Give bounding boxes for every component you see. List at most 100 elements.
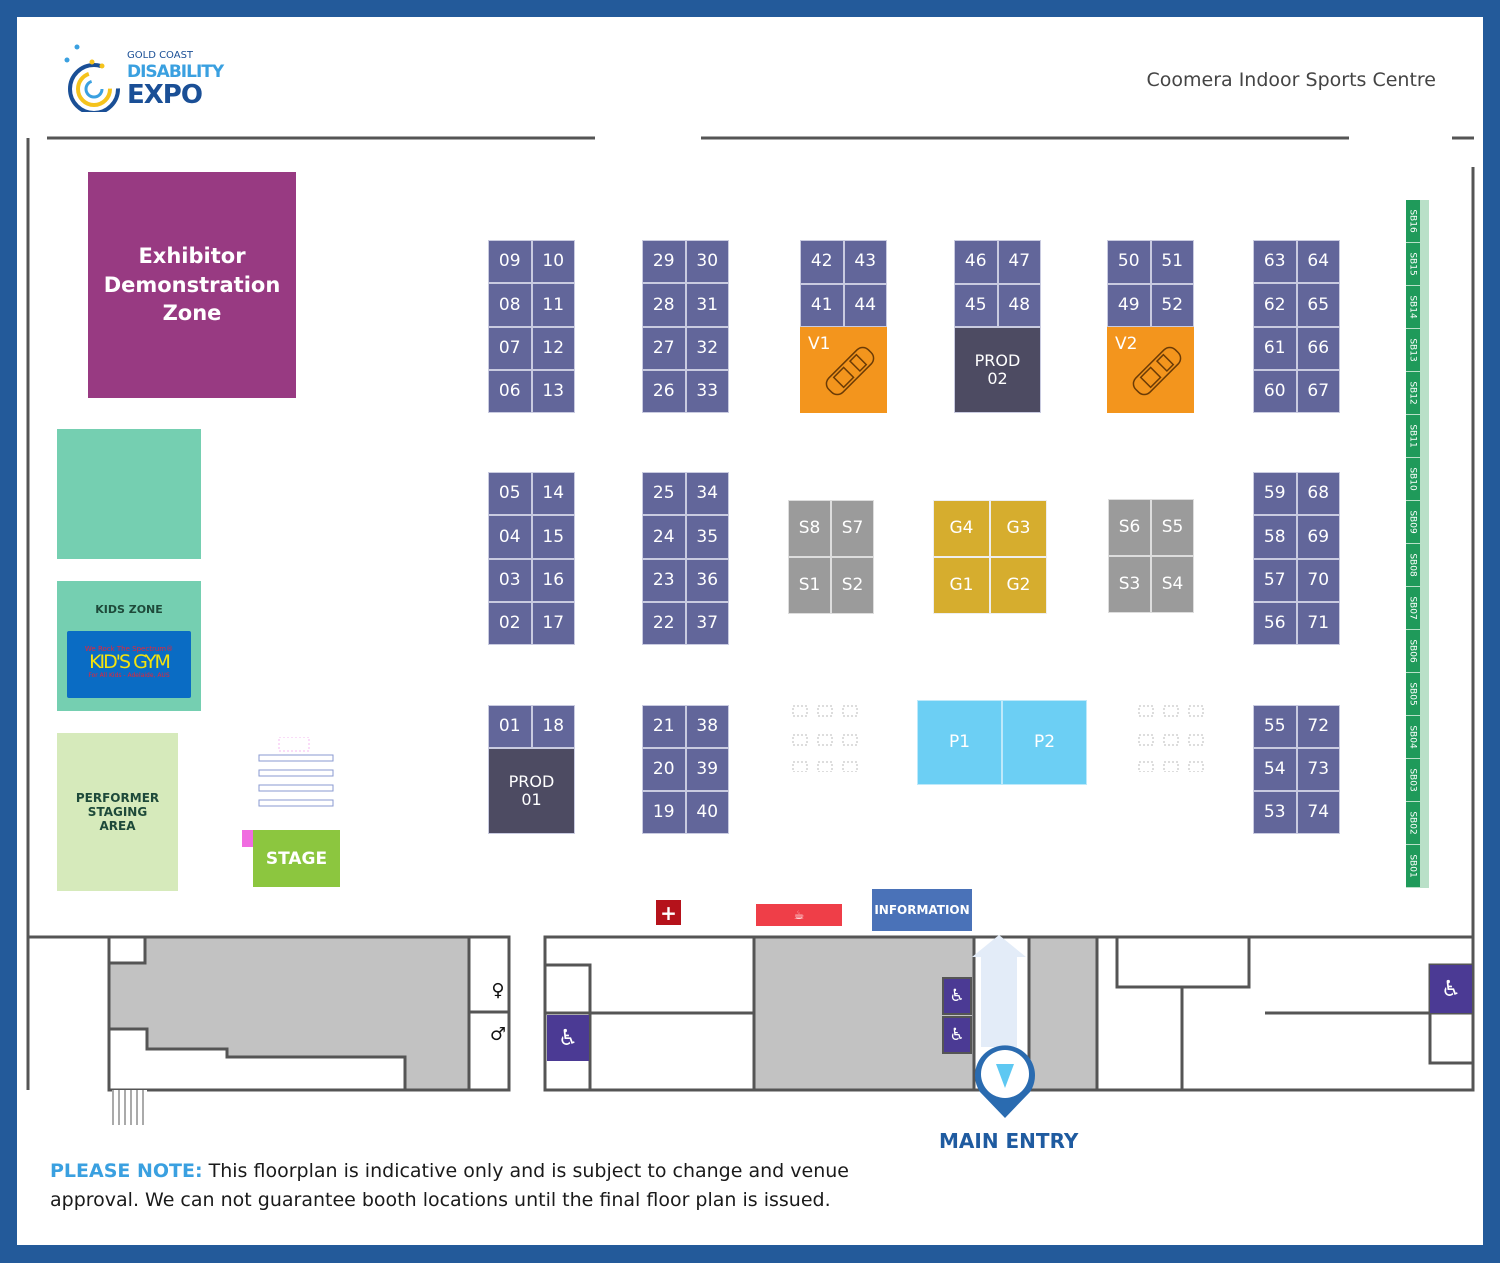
booth-39[interactable]: 39 (685, 748, 729, 791)
booth-28[interactable]: 28 (642, 283, 686, 327)
booth-05[interactable]: 05 (488, 472, 532, 516)
booth-21[interactable]: 21 (642, 705, 686, 748)
booth-12[interactable]: 12 (531, 326, 575, 370)
booth-16[interactable]: 16 (531, 558, 575, 602)
booth-45[interactable]: 45 (954, 283, 998, 327)
booth-25[interactable]: 25 (642, 472, 686, 516)
booth-27[interactable]: 27 (642, 326, 686, 370)
side-booth-SB14[interactable]: SB14 (1406, 286, 1420, 329)
booth-G3[interactable]: G3 (990, 500, 1047, 557)
booth-06[interactable]: 06 (488, 369, 532, 414)
production-area-01[interactable]: PROD 01 (488, 748, 575, 834)
booth-56[interactable]: 56 (1253, 601, 1297, 646)
booth-23[interactable]: 23 (642, 558, 686, 602)
booth-58[interactable]: 58 (1253, 515, 1297, 559)
booth-S7[interactable]: S7 (831, 500, 874, 557)
booth-41[interactable]: 41 (800, 283, 844, 327)
booth-32[interactable]: 32 (685, 326, 729, 370)
vehicle-display-v1[interactable]: V1 (800, 327, 887, 413)
booth-61[interactable]: 61 (1253, 326, 1297, 370)
booth-S3[interactable]: S3 (1108, 556, 1151, 613)
side-booth-SB16[interactable]: SB16 (1406, 200, 1420, 243)
booth-S8[interactable]: S8 (788, 500, 831, 557)
booth-13[interactable]: 13 (531, 369, 575, 414)
booth-04[interactable]: 04 (488, 515, 532, 559)
booth-S4[interactable]: S4 (1151, 556, 1194, 613)
booth-55[interactable]: 55 (1253, 705, 1297, 748)
side-booth-SB07[interactable]: SB07 (1406, 587, 1420, 630)
booth-71[interactable]: 71 (1296, 601, 1340, 646)
booth-14[interactable]: 14 (531, 472, 575, 516)
booth-68[interactable]: 68 (1296, 472, 1340, 516)
booth-46[interactable]: 46 (954, 240, 998, 284)
booth-11[interactable]: 11 (531, 283, 575, 327)
booth-60[interactable]: 60 (1253, 369, 1297, 414)
booth-34[interactable]: 34 (685, 472, 729, 516)
booth-63[interactable]: 63 (1253, 240, 1297, 284)
booth-17[interactable]: 17 (531, 601, 575, 646)
side-booth-SB15[interactable]: SB15 (1406, 243, 1420, 286)
side-booth-SB06[interactable]: SB06 (1406, 630, 1420, 673)
side-booth-SB09[interactable]: SB09 (1406, 501, 1420, 544)
booth-G1[interactable]: G1 (933, 557, 990, 614)
booth-67[interactable]: 67 (1296, 369, 1340, 414)
side-booth-SB04[interactable]: SB04 (1406, 716, 1420, 759)
booth-44[interactable]: 44 (843, 283, 887, 327)
booth-07[interactable]: 07 (488, 326, 532, 370)
booth-62[interactable]: 62 (1253, 283, 1297, 327)
booth-S6[interactable]: S6 (1108, 499, 1151, 556)
side-booth-SB05[interactable]: SB05 (1406, 673, 1420, 716)
vehicle-display-v2[interactable]: V2 (1107, 327, 1194, 413)
side-booth-SB11[interactable]: SB11 (1406, 415, 1420, 458)
booth-73[interactable]: 73 (1296, 748, 1340, 791)
booth-20[interactable]: 20 (642, 748, 686, 791)
booth-26[interactable]: 26 (642, 369, 686, 414)
booth-59[interactable]: 59 (1253, 472, 1297, 516)
booth-P2[interactable]: P2 (1002, 700, 1087, 785)
booth-49[interactable]: 49 (1107, 283, 1151, 327)
booth-53[interactable]: 53 (1253, 791, 1297, 834)
side-booth-SB12[interactable]: SB12 (1406, 372, 1420, 415)
booth-15[interactable]: 15 (531, 515, 575, 559)
booth-22[interactable]: 22 (642, 601, 686, 646)
booth-19[interactable]: 19 (642, 791, 686, 834)
booth-57[interactable]: 57 (1253, 558, 1297, 602)
booth-G2[interactable]: G2 (990, 557, 1047, 614)
booth-69[interactable]: 69 (1296, 515, 1340, 559)
booth-38[interactable]: 38 (685, 705, 729, 748)
production-area-02[interactable]: PROD 02 (954, 327, 1041, 413)
booth-02[interactable]: 02 (488, 601, 532, 646)
booth-42[interactable]: 42 (800, 240, 844, 284)
booth-40[interactable]: 40 (685, 791, 729, 834)
booth-54[interactable]: 54 (1253, 748, 1297, 791)
booth-64[interactable]: 64 (1296, 240, 1340, 284)
side-booth-SB08[interactable]: SB08 (1406, 544, 1420, 587)
booth-35[interactable]: 35 (685, 515, 729, 559)
booth-74[interactable]: 74 (1296, 791, 1340, 834)
side-booth-SB10[interactable]: SB10 (1406, 458, 1420, 501)
booth-36[interactable]: 36 (685, 558, 729, 602)
booth-51[interactable]: 51 (1150, 240, 1194, 284)
booth-66[interactable]: 66 (1296, 326, 1340, 370)
booth-48[interactable]: 48 (997, 283, 1041, 327)
booth-S2[interactable]: S2 (831, 557, 874, 614)
booth-S5[interactable]: S5 (1151, 499, 1194, 556)
booth-65[interactable]: 65 (1296, 283, 1340, 327)
booth-03[interactable]: 03 (488, 558, 532, 602)
booth-01[interactable]: 01 (488, 705, 532, 748)
booth-30[interactable]: 30 (685, 240, 729, 284)
booth-33[interactable]: 33 (685, 369, 729, 414)
booth-47[interactable]: 47 (997, 240, 1041, 284)
side-booth-SB02[interactable]: SB02 (1406, 802, 1420, 845)
booth-72[interactable]: 72 (1296, 705, 1340, 748)
booth-37[interactable]: 37 (685, 601, 729, 646)
booth-08[interactable]: 08 (488, 283, 532, 327)
booth-50[interactable]: 50 (1107, 240, 1151, 284)
booth-S1[interactable]: S1 (788, 557, 831, 614)
booth-70[interactable]: 70 (1296, 558, 1340, 602)
booth-31[interactable]: 31 (685, 283, 729, 327)
booth-G4[interactable]: G4 (933, 500, 990, 557)
booth-43[interactable]: 43 (843, 240, 887, 284)
side-booth-SB03[interactable]: SB03 (1406, 759, 1420, 802)
booth-52[interactable]: 52 (1150, 283, 1194, 327)
